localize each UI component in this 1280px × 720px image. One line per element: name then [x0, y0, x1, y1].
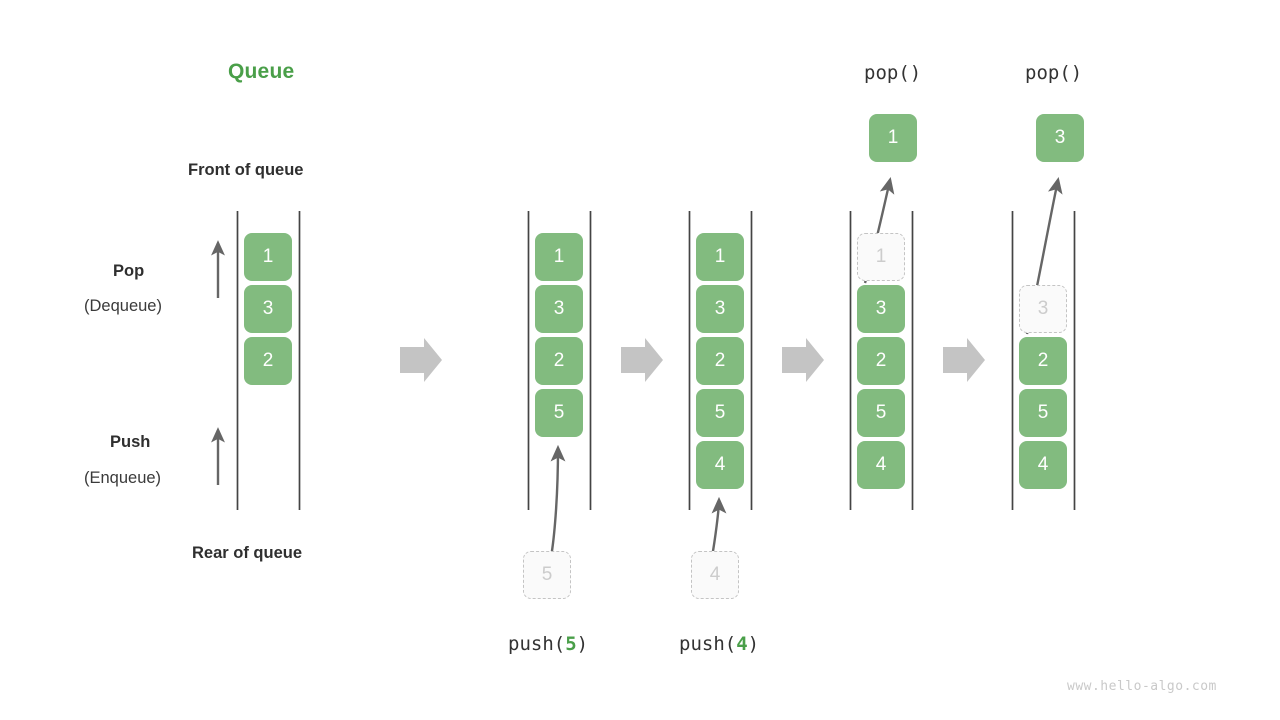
pop-2-caption: pop()	[1025, 62, 1083, 84]
queue-item: 5	[1019, 389, 1067, 437]
queue-item: 1	[244, 233, 292, 281]
push-5-suffix: )	[576, 633, 589, 655]
pop-label: Pop	[113, 262, 145, 280]
push-4-prefix: push(	[679, 633, 737, 655]
push-4-caption: push(4)	[679, 633, 759, 655]
push-label: Push	[110, 433, 151, 451]
queue-item: 4	[696, 441, 744, 489]
watermark: www.hello-algo.com	[1067, 679, 1217, 694]
rear-of-queue-label: Rear of queue	[192, 544, 303, 562]
queue-item: 3	[535, 285, 583, 333]
queue-item: 4	[1019, 441, 1067, 489]
queue-item: 2	[244, 337, 292, 385]
queue-item: 2	[535, 337, 583, 385]
queue-item: 3	[696, 285, 744, 333]
page-title: Queue	[228, 60, 295, 83]
queue-item: 5	[696, 389, 744, 437]
push-5-caption: push(5)	[508, 633, 588, 655]
removed-ghost-item: 3	[1019, 285, 1067, 333]
queue-item: 2	[1019, 337, 1067, 385]
queue-item: 3	[857, 285, 905, 333]
queue-item: 1	[535, 233, 583, 281]
push-4-suffix: )	[747, 633, 760, 655]
queue-item: 2	[857, 337, 905, 385]
incoming-ghost-item: 4	[691, 551, 739, 599]
pop-1-caption: pop()	[864, 62, 922, 84]
flow-arrow-1	[400, 338, 442, 382]
push-4-arrow	[710, 496, 727, 558]
dequeue-label: (Dequeue)	[84, 297, 162, 315]
flow-arrow-2	[621, 338, 663, 382]
popped-item: 1	[869, 114, 917, 162]
push-5-arrow	[549, 444, 566, 558]
queue-item: 2	[696, 337, 744, 385]
queue-item: 5	[857, 389, 905, 437]
queue-item: 4	[857, 441, 905, 489]
flow-arrow-3	[782, 338, 824, 382]
push-4-value: 4	[736, 633, 748, 655]
front-of-queue-label: Front of queue	[188, 161, 304, 179]
removed-ghost-item: 1	[857, 233, 905, 281]
queue-item: 3	[244, 285, 292, 333]
incoming-ghost-item: 5	[523, 551, 571, 599]
queue-item: 5	[535, 389, 583, 437]
queue-item: 1	[696, 233, 744, 281]
enqueue-label: (Enqueue)	[84, 469, 162, 487]
push-5-value: 5	[565, 633, 577, 655]
flow-arrow-4	[943, 338, 985, 382]
push-5-prefix: push(	[508, 633, 566, 655]
popped-item: 3	[1036, 114, 1084, 162]
